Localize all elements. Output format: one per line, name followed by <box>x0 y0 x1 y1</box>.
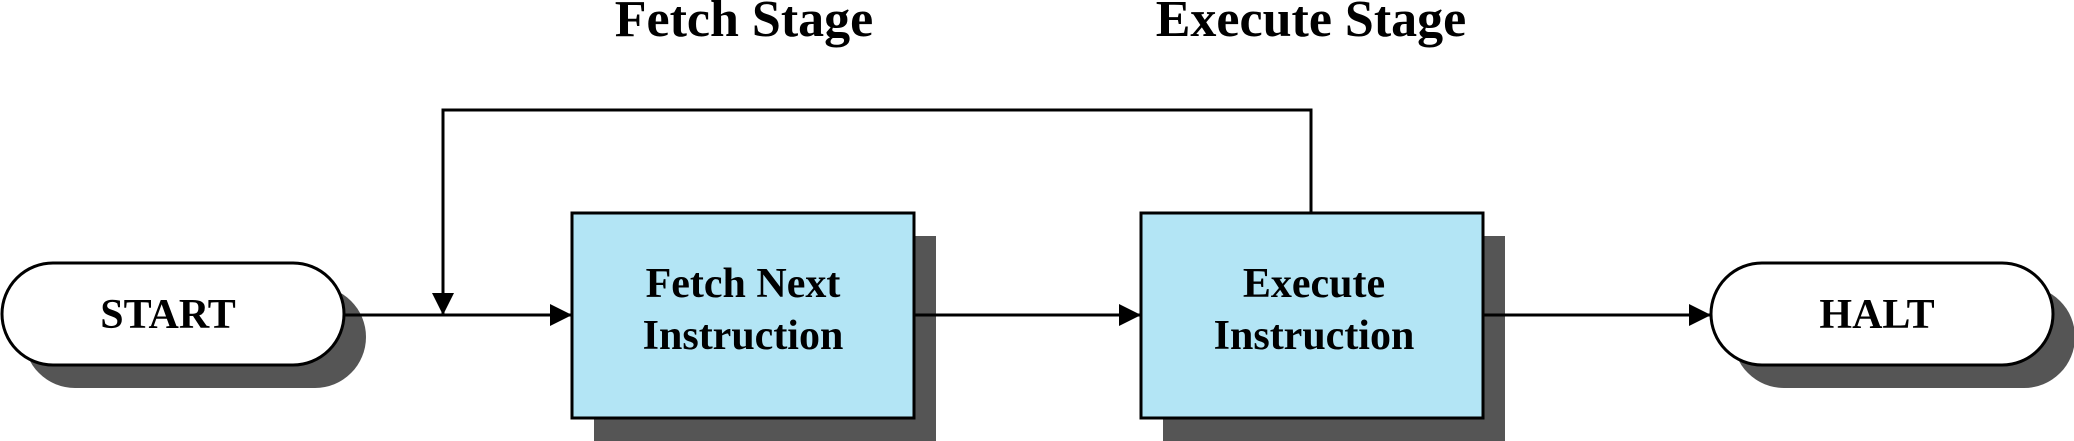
start-label: START <box>100 292 235 338</box>
loop-back-arrow <box>432 108 1313 315</box>
execute-stage-title: Execute Stage <box>1156 0 1466 48</box>
fetch-box-label-line1: Fetch Next <box>646 261 841 307</box>
execute-box-label-line1: Execute <box>1243 261 1385 307</box>
fetch-stage-title: Fetch Stage <box>615 0 873 48</box>
halt-label: HALT <box>1819 292 1934 338</box>
execute-box-label-line2: Instruction <box>1214 313 1415 359</box>
fetch-next-instruction-box <box>570 211 916 420</box>
execute-instruction-box <box>1139 211 1485 420</box>
fetch-box-label-line2: Instruction <box>643 313 844 359</box>
